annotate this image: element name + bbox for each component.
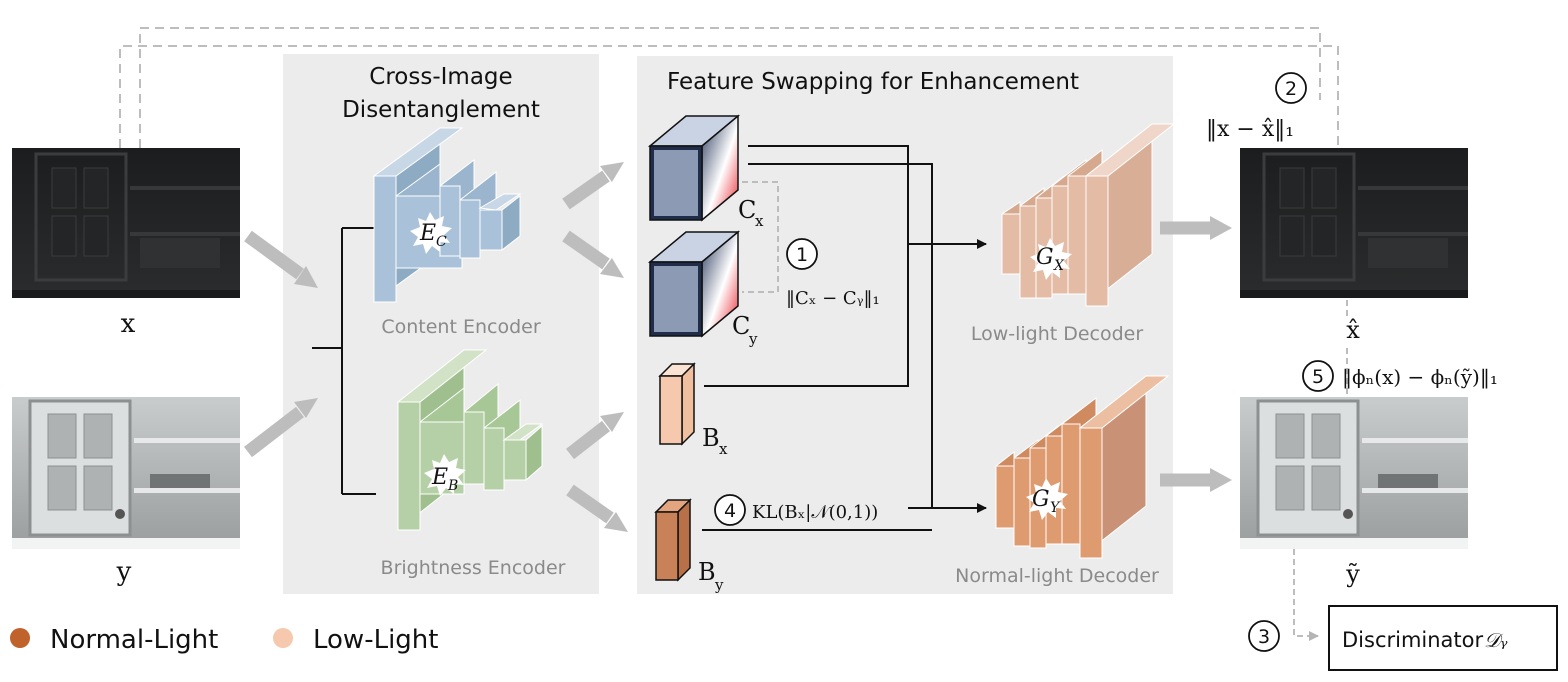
discriminator-symbol: 𝒟ᵧ [1484,628,1508,652]
discriminator-label: Discriminator [1342,628,1484,652]
brightness-encoder-badge: E B [424,454,466,496]
low-light-decoder-badge: G X [1030,238,1072,280]
cx-sub: x [755,212,764,230]
cx-label: C x [738,196,764,230]
loss-1-text: ‖Cₓ − Cᵧ‖₁ [786,288,880,309]
output-image-x-hat [1240,148,1468,298]
cy-sub: y [748,330,758,348]
bx-label: B x [702,424,728,458]
gy-subscript: Y [1050,500,1061,516]
loss-2: 2 ‖x − x̂‖₁ [1206,72,1307,142]
by-sub: y [714,576,724,594]
loss-2-number: 2 [1285,78,1297,100]
disentanglement-panel [283,54,599,594]
x-label: x [121,309,136,339]
discriminator-link [1293,549,1319,641]
swapping-title: Feature Swapping for Enhancement [667,69,1079,95]
output-image-y-tilde [1240,397,1468,549]
reconstruction-loop-inner [139,27,1321,148]
loss-1: 1 ‖Cₓ − Cᵧ‖₁ [786,238,880,309]
disentanglement-title-line1: Cross-Image [369,64,512,90]
normal-light-decoder-label: Normal-light Decoder [955,565,1159,587]
disentanglement-title-line2: Disentanglement [342,97,540,123]
discriminator-box [1328,605,1558,671]
y-label: y [116,557,132,587]
brightness-feature-bx [658,362,696,446]
brightness-encoder-symbol: E [431,465,448,490]
loss-1-number: 1 [796,244,808,266]
loss-4: 4 KL(Bₓ|𝒩(0,1)) [714,494,878,526]
normal-light-decoder-badge: G Y [1026,478,1068,520]
content-encoder-shape [372,127,522,303]
content-consistency-bracket [742,181,779,293]
gx-subscript: X [1053,258,1065,274]
encoder-bracket [312,227,376,495]
low-light-legend-label: Low-Light [313,625,438,655]
content-encoder-subscript: C [436,234,447,250]
reconstruction-loop-outer [119,45,1339,148]
loss-4-number: 4 [724,500,736,522]
feature-routing-lines [702,145,933,531]
input-image-x [12,148,240,298]
brightness-encoder-label: Brightness Encoder [381,557,566,579]
content-encoder-label: Content Encoder [381,316,540,338]
content-encoder-badge: E C [410,212,452,254]
loss-3-number: 3 [1258,626,1270,648]
input-arrows [244,230,318,458]
gy-symbol: G [1032,487,1050,512]
input-image-y [12,397,240,549]
bx-main: B [702,424,720,452]
cx-main: C [738,196,756,224]
gx-symbol: G [1036,245,1054,270]
normal-light-legend-label: Normal-Light [50,625,218,655]
y-tilde-label: ỹ [1345,560,1360,588]
cy-main: C [732,312,750,340]
loss-2-text: ‖x − x̂‖₁ [1206,117,1294,142]
brightness-encoder-subscript: B [447,478,458,494]
x-hat-label: x̂ [1346,316,1360,344]
normal-light-decoder-shape [995,374,1170,560]
loss-5: 5 ‖ϕₙ(x) − ϕₙ(ỹ)‖₁ [1302,360,1498,392]
content-feature-cy [647,230,741,338]
content-encoder-symbol: E [419,221,436,246]
bx-sub: x [719,440,728,458]
loss-4-text: KL(Bₓ|𝒩(0,1)) [752,502,878,523]
content-feature-cx [647,114,741,222]
low-light-decoder-label: Low-light Decoder [971,323,1144,345]
cy-label: C y [732,312,758,348]
by-label: B y [698,558,724,594]
loss-5-text: ‖ϕₙ(x) − ϕₙ(ỹ)‖₁ [1342,365,1498,390]
by-main: B [698,558,716,586]
decoder-output-arrows [1160,216,1232,492]
encoder-output-arrows [562,162,628,532]
brightness-feature-by [654,498,692,582]
loss-5-number: 5 [1312,366,1324,388]
low-light-legend-swatch [273,628,293,648]
normal-light-legend-swatch [10,628,30,648]
loss-3: 3 [1248,620,1280,652]
